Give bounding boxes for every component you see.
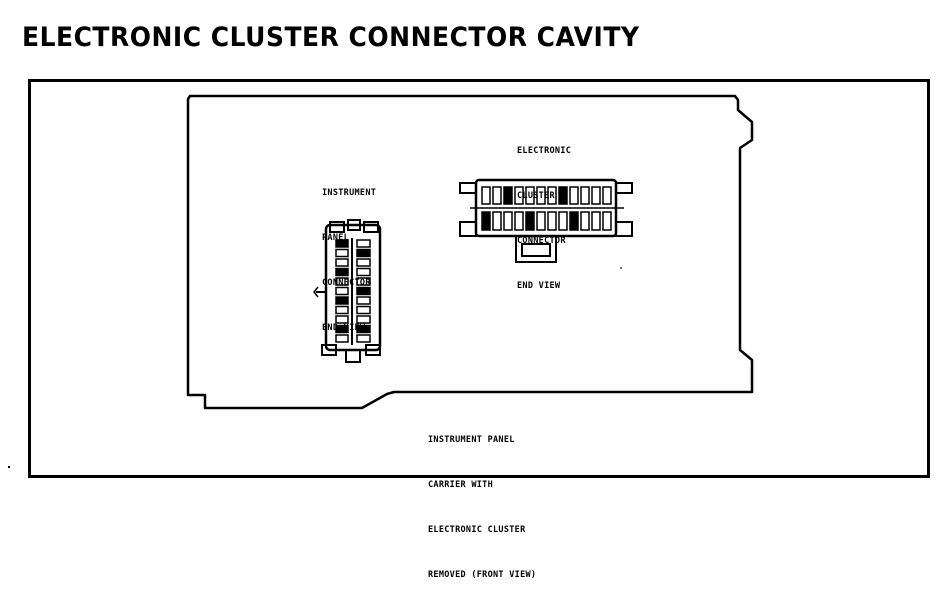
cavity	[481, 186, 491, 205]
cavity	[356, 239, 371, 248]
cavity	[356, 334, 371, 343]
label-line: CARRIER WITH	[428, 480, 494, 490]
carrier-outline	[186, 94, 754, 410]
label-line: REMOVED (FRONT VIEW)	[428, 570, 537, 580]
cavity	[503, 211, 513, 231]
cavity	[356, 315, 371, 324]
cavity	[335, 324, 349, 334]
cavity	[536, 211, 546, 231]
cavity	[602, 211, 612, 231]
cavity	[591, 211, 601, 231]
instrument-panel-connector	[313, 219, 382, 363]
cavity	[356, 248, 371, 258]
cavity	[356, 324, 371, 334]
carrier-diagram	[186, 94, 754, 410]
label-line: END VIEW	[322, 323, 366, 333]
diagram-page: { "title": "ELECTRONIC CLUSTER CONNECTOR…	[8, 22, 930, 580]
cavity	[335, 258, 349, 267]
cavity	[335, 286, 349, 296]
cavity	[503, 186, 513, 205]
diagram-title: ELECTRONIC CLUSTER CONNECTOR CAVITY	[22, 22, 640, 53]
cavity	[356, 267, 371, 277]
cavity	[492, 186, 502, 205]
cavity	[335, 239, 349, 248]
label-line: CONNECTOR	[322, 278, 371, 288]
cavity	[356, 277, 371, 286]
cavity	[591, 186, 601, 205]
label-line: END VIEW	[517, 281, 561, 291]
cavity	[356, 296, 371, 305]
cavity	[580, 211, 590, 231]
cavity	[356, 286, 371, 296]
cavity	[547, 211, 557, 231]
cavity	[335, 248, 349, 258]
label-line: INSTRUMENT	[322, 188, 377, 198]
cavity	[335, 267, 349, 277]
cavity	[335, 277, 349, 286]
electronic-cluster-connector-label: ELECTRONIC CLUSTER CONNECTOR END VIEW	[517, 114, 571, 309]
cavity	[335, 315, 349, 324]
cavity	[525, 211, 535, 231]
electronic-cluster-connector	[459, 178, 633, 263]
cavity	[525, 186, 535, 205]
label-line: ELECTRONIC	[517, 146, 572, 156]
cavity	[514, 186, 524, 205]
cavity	[580, 186, 590, 205]
cavity	[335, 296, 349, 305]
cavity	[558, 211, 568, 231]
speck	[8, 466, 10, 468]
label-line: CONNECTOR	[517, 236, 566, 246]
cavity	[547, 186, 557, 205]
cavity	[356, 305, 371, 315]
outer-frame	[28, 79, 930, 478]
cavity	[492, 211, 502, 231]
cavity	[514, 211, 524, 231]
cavity	[569, 186, 579, 205]
cavity	[602, 186, 612, 205]
label-line: INSTRUMENT PANEL	[428, 435, 515, 445]
cavity	[481, 211, 491, 231]
carrier-label: INSTRUMENT PANEL CARRIER WITH ELECTRONIC…	[428, 403, 536, 598]
label-line: CLUSTER	[517, 191, 555, 201]
cavity	[356, 258, 371, 267]
cavity	[335, 334, 349, 343]
cavity	[558, 186, 568, 205]
cavity	[536, 186, 546, 205]
cavity	[569, 211, 579, 231]
instrument-panel-connector-label: INSTRUMENT PANEL CONNECTOR END VIEW	[322, 156, 376, 351]
cavity	[335, 305, 349, 315]
label-line: ELECTRONIC CLUSTER	[428, 525, 526, 535]
label-line: PANEL	[322, 233, 350, 243]
